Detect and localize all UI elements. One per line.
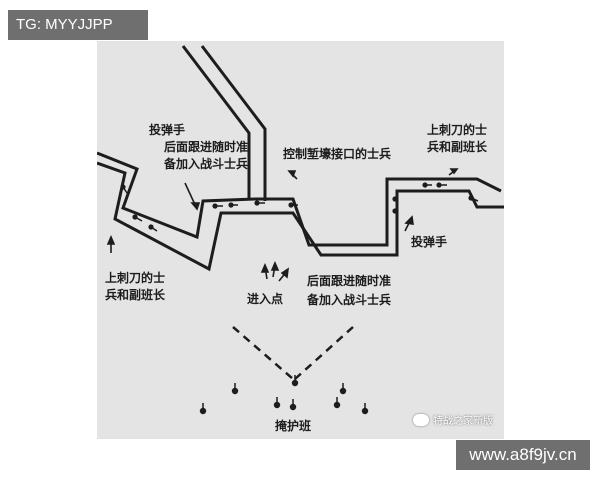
soldier-directions bbox=[122, 184, 479, 232]
label-follow-right-2: 备加入战斗士兵 bbox=[307, 293, 392, 307]
trench-drawing bbox=[97, 45, 504, 415]
label-follow-left-2: 备加入战斗士兵 bbox=[164, 157, 249, 171]
watermark-bottom: www.a8f9jv.cn bbox=[456, 440, 590, 470]
soldier-marker bbox=[392, 208, 398, 214]
trench-outer-line bbox=[97, 151, 502, 247]
pointer-arrows bbox=[106, 168, 459, 282]
label-cover-squad: 掩护班 bbox=[275, 419, 312, 433]
soldier-marker bbox=[254, 200, 260, 206]
trench-soldiers bbox=[120, 182, 474, 230]
communication-trench bbox=[181, 45, 267, 201]
label-entry-point: 进入点 bbox=[247, 292, 284, 306]
label-follow-left-1: 后面跟进随时准 bbox=[164, 140, 249, 154]
label-follow-right-1: 后面跟进随时准 bbox=[307, 274, 392, 288]
label-control-entrance: 控制堑壕接口的士兵 bbox=[283, 147, 392, 161]
label-bayonet-right-1: 上刺刀的士 bbox=[427, 123, 488, 137]
label-bayonet-right-2: 兵和副班长 bbox=[427, 140, 488, 154]
label-grenadier-right: 投弹手 bbox=[411, 235, 448, 249]
watermark-top: TG: MYYJJPP bbox=[8, 10, 148, 40]
chat-icon bbox=[413, 413, 429, 426]
label-grenadier-left: 投弹手 bbox=[149, 123, 186, 137]
label-bayonet-left-1: 上刺刀的士 bbox=[105, 271, 166, 285]
trench-inner-line bbox=[97, 161, 504, 272]
cover-squad-directions bbox=[202, 375, 366, 411]
approach-lines bbox=[232, 326, 354, 380]
corner-watermark: 特战之家新版 bbox=[413, 412, 493, 427]
soldier-marker bbox=[288, 202, 294, 208]
trench-diagram: 投弹手 后面跟进随时准 备加入战斗士兵 控制堑壕接口的士兵 上刺刀的士 兵和副班… bbox=[97, 41, 504, 439]
soldier-marker bbox=[392, 196, 398, 202]
label-bayonet-left-2: 兵和副班长 bbox=[105, 288, 166, 302]
corner-watermark-text: 特战之家新版 bbox=[433, 416, 493, 427]
